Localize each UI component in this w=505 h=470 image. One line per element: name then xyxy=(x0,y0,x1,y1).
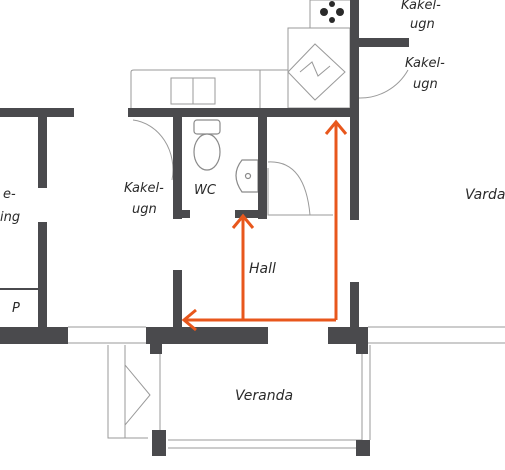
walls xyxy=(0,0,409,456)
label-kakelugn-left-2: ugn xyxy=(132,202,157,217)
door-swing-hall xyxy=(267,168,333,216)
stove-burners xyxy=(320,1,344,23)
door-swing-top-right xyxy=(357,45,409,99)
label-kakelugn-left-1: Kakel- xyxy=(124,181,164,196)
label-kakelugn-right-1: Kakel- xyxy=(405,56,445,71)
toilet-tank xyxy=(193,119,221,135)
label-kakelugn-right-2: ugn xyxy=(413,77,438,92)
door-swing-kakelugn-left xyxy=(132,119,174,181)
room-labels: Kakel- ugn Kakel- ugn Kakel- ugn WC Hall… xyxy=(0,0,505,404)
label-left-room-1: e- xyxy=(3,187,16,202)
label-kakelugn-top-2: ugn xyxy=(410,17,435,32)
label-pantry: P xyxy=(12,301,20,316)
kitchen-counter xyxy=(130,69,289,108)
label-hall: Hall xyxy=(249,261,276,277)
toilet-bowl xyxy=(193,133,221,171)
label-vardagsrum: Varda xyxy=(465,187,505,203)
tiled-stove-top xyxy=(287,43,346,101)
label-veranda: Veranda xyxy=(235,388,293,404)
veranda-outline xyxy=(107,345,148,439)
label-left-room-2: ing xyxy=(0,210,20,225)
thin-outlines xyxy=(68,0,505,449)
route-arrows xyxy=(181,119,348,332)
wc-fixtures xyxy=(193,119,259,193)
label-kakelugn-top-1: Kakel- xyxy=(401,0,441,13)
label-wc: WC xyxy=(194,183,217,198)
